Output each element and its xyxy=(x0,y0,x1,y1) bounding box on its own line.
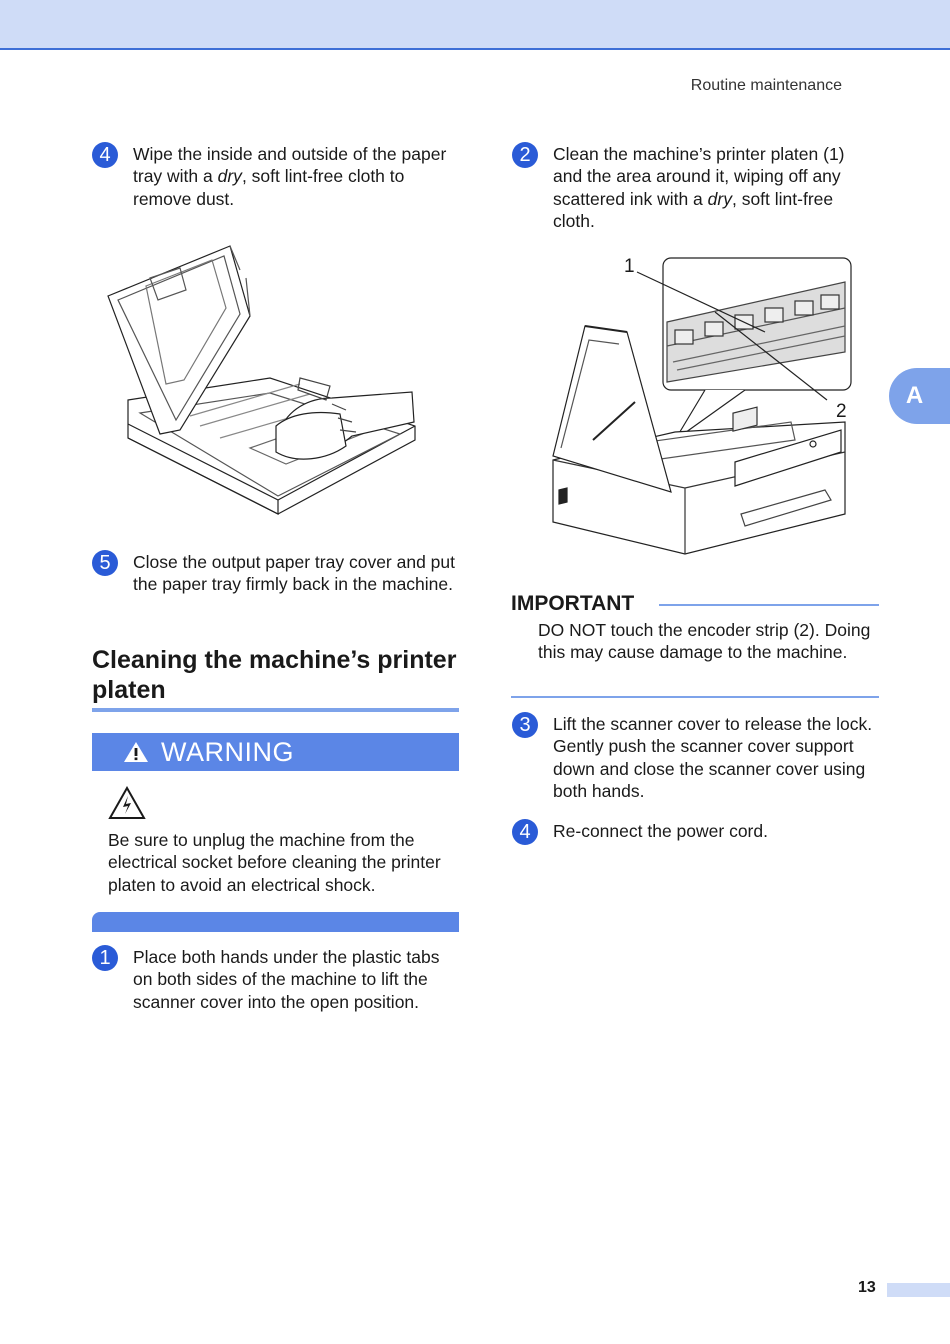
step-text: Close the output paper tray cover and pu… xyxy=(133,552,456,595)
step-text: Place both hands under the plastic tabs … xyxy=(133,947,440,1012)
warning-banner: WARNING xyxy=(92,733,459,771)
step-text: Re-connect the power cord. xyxy=(553,821,768,841)
top-header-band xyxy=(0,0,950,50)
page-number: 13 xyxy=(858,1279,876,1296)
step-number: 5 xyxy=(92,550,118,576)
important-title-rule xyxy=(659,604,879,606)
appendix-tab: A xyxy=(889,368,950,424)
callout-1-label: 1 xyxy=(624,256,635,277)
step-text: Clean the machine’s printer platen (1) a… xyxy=(553,144,845,231)
important-title: IMPORTANT xyxy=(511,592,635,615)
electric-shock-icon xyxy=(108,786,146,819)
step-number: 3 xyxy=(512,712,538,738)
section-title-rule xyxy=(92,708,459,712)
step-1-lift-scanner: 1 Place both hands under the plastic tab… xyxy=(92,945,462,1013)
important-bottom-rule xyxy=(511,696,879,698)
step-number: 2 xyxy=(512,142,538,168)
important-text: DO NOT touch the encoder strip (2). Doin… xyxy=(538,620,871,663)
step-2-clean-platen: 2 Clean the machine’s printer platen (1)… xyxy=(512,142,877,232)
warning-text: Be sure to unplug the machine from the e… xyxy=(108,830,441,895)
step-5-close-tray: 5 Close the output paper tray cover and … xyxy=(92,550,462,596)
warning-label: WARNING xyxy=(161,736,294,767)
running-header: Routine maintenance xyxy=(690,77,842,94)
paper-tray-cleaning-illustration xyxy=(107,245,416,515)
warning-triangle-icon xyxy=(124,742,148,762)
step-4-reconnect-power: 4 Re-connect the power cord. xyxy=(512,819,877,845)
step-number: 4 xyxy=(92,142,118,168)
step-text: Lift the scanner cover to release the lo… xyxy=(553,714,873,801)
printer-platen-illustration xyxy=(552,257,852,555)
step-text: Wipe the inside and outside of the paper… xyxy=(133,144,447,209)
warning-end-bar xyxy=(92,912,459,932)
section-title: Cleaning the machine’s printer platen xyxy=(92,646,457,704)
page-number-bar xyxy=(887,1283,950,1297)
step-3-close-scanner: 3 Lift the scanner cover to release the … xyxy=(512,712,877,802)
callout-2-label: 2 xyxy=(836,401,847,422)
step-4-wipe-tray: 4 Wipe the inside and outside of the pap… xyxy=(92,142,462,210)
step-number: 1 xyxy=(92,945,118,971)
step-number: 4 xyxy=(512,819,538,845)
